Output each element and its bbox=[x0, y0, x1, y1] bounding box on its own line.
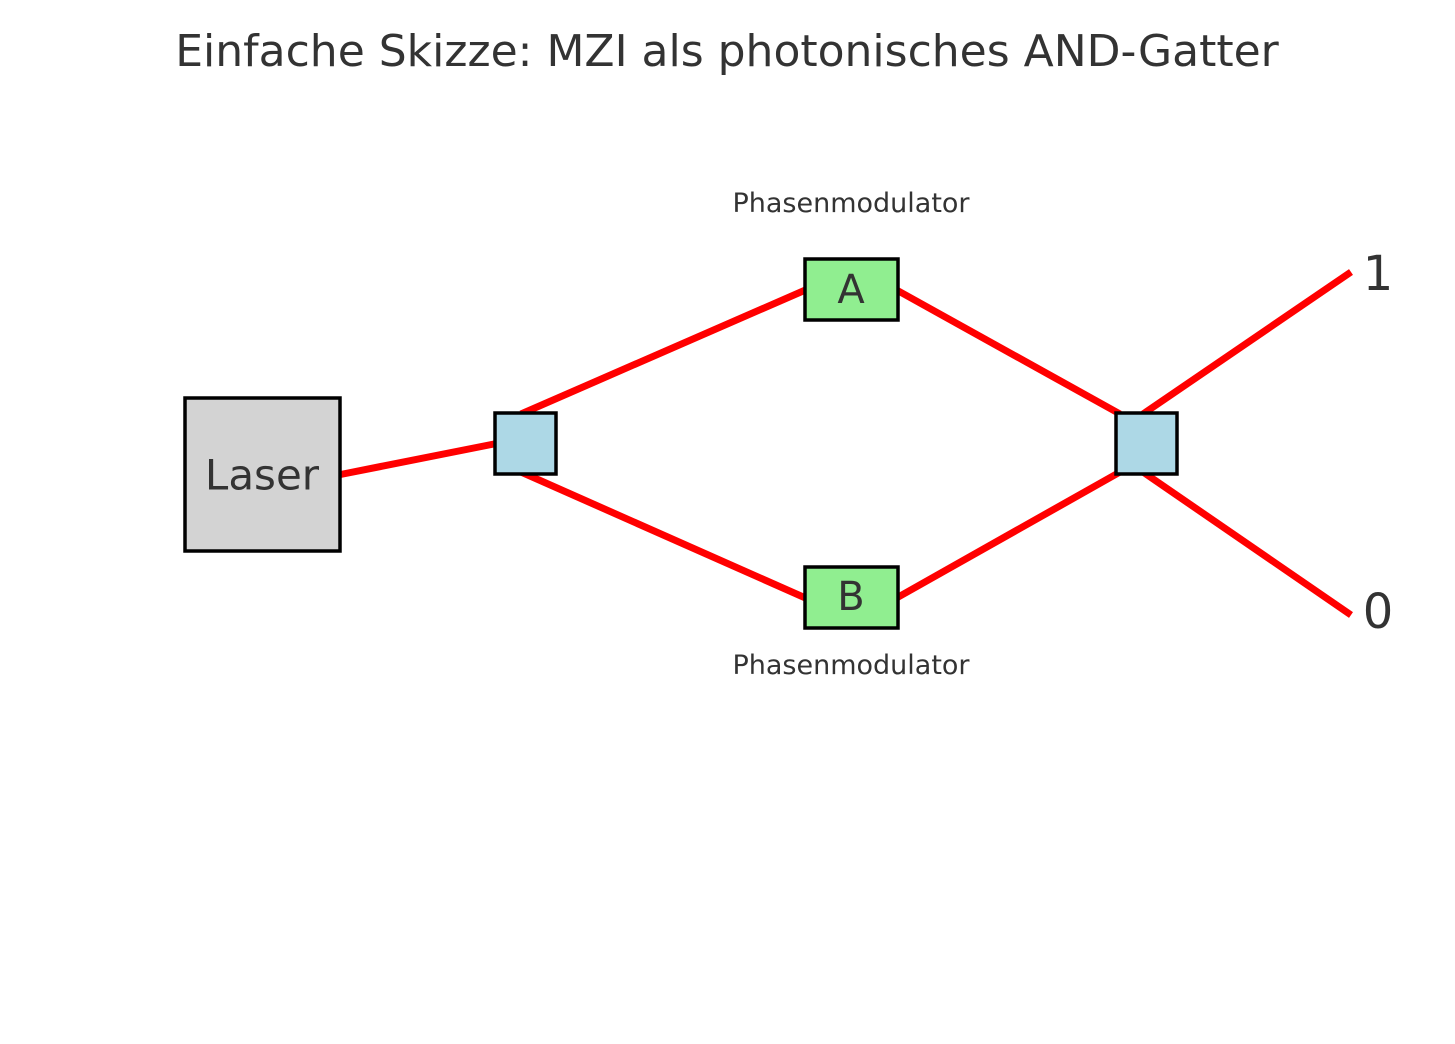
laser-box bbox=[183, 396, 342, 553]
modulator-b-caption: Phasenmodulator bbox=[732, 650, 970, 681]
modulator-a-box bbox=[803, 257, 900, 322]
beam-a-to-combiner bbox=[891, 284, 1122, 418]
laser-source: Laser bbox=[183, 396, 342, 553]
beam-splitter-to-b bbox=[519, 468, 812, 604]
beam-paths bbox=[337, 269, 1353, 618]
beam-splitter bbox=[493, 411, 558, 476]
modulator-b-box bbox=[803, 565, 900, 630]
modulator-a-label: A bbox=[837, 267, 865, 313]
beam-b-to-combiner bbox=[891, 468, 1122, 604]
phase-modulator-a: Phasenmodulator A bbox=[732, 188, 970, 322]
beam-output-upper bbox=[1141, 269, 1353, 417]
beam-laser-to-splitter bbox=[337, 439, 500, 479]
beam-combiner bbox=[1114, 411, 1179, 476]
output-label-lower: 0 bbox=[1363, 584, 1394, 640]
phase-modulator-b: B Phasenmodulator bbox=[732, 565, 970, 681]
modulator-a-caption: Phasenmodulator bbox=[732, 188, 970, 219]
beam-output-lower bbox=[1141, 469, 1353, 618]
modulator-b-label: B bbox=[837, 574, 864, 620]
beam-splitter-to-a bbox=[519, 284, 812, 418]
output-label-upper: 1 bbox=[1363, 246, 1394, 302]
laser-label: Laser bbox=[205, 451, 320, 500]
diagram-title: Einfache Skizze: MZI als photonisches AN… bbox=[175, 26, 1279, 77]
